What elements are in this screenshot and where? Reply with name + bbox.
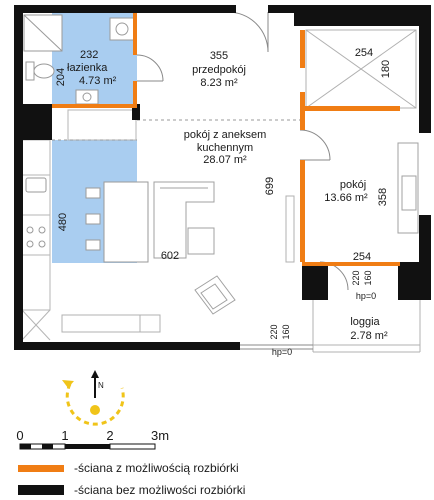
washing-machine-icon: [109, 17, 135, 41]
legend-swatch-removable: [18, 464, 64, 472]
removable-walls: [52, 13, 400, 266]
hallway-name: przedpokój: [192, 64, 246, 76]
bathroom-name: łazienka: [67, 62, 108, 74]
stove-icon: [26, 226, 46, 248]
hallway-area: 8.23 m²: [200, 77, 238, 89]
scale-tick-1: 1: [61, 428, 68, 443]
washbasin-icon: [75, 89, 99, 105]
sideboard: [61, 314, 161, 333]
closet-width: 254: [355, 47, 373, 59]
loggia-name: loggia: [350, 316, 380, 328]
legend-swatch-structural: [18, 485, 64, 495]
zone-divider: [52, 119, 300, 141]
kitchen-dim: 480: [57, 213, 69, 231]
bedroom-height: 358: [377, 188, 389, 206]
living-area: 28.07 m²: [203, 154, 247, 166]
threshold-height-bottom: hp=0: [272, 347, 292, 357]
living-height: 699: [264, 177, 276, 195]
window-dim-b: 160: [281, 324, 291, 339]
living-name-line2: kuchennym: [197, 142, 253, 154]
living-width: 602: [161, 250, 179, 262]
bathroom-area: 4.73 m²: [79, 75, 117, 87]
bedroom-width: 254: [353, 251, 371, 263]
loggia-area: 2.78 m²: [350, 330, 388, 342]
scale-tick-2: 2: [106, 428, 113, 443]
toilet-icon: [25, 61, 55, 81]
bathroom-height: 204: [55, 68, 67, 86]
compass-north-label: N: [98, 381, 104, 390]
legend-text-structural: -ściana bez możliwości rozbiórki: [74, 483, 246, 497]
tv-cabinet: [285, 195, 295, 263]
living-name-line1: pokój z aneksem: [184, 129, 267, 141]
sink-icon: [25, 177, 47, 193]
legend-text-removable: -ściana z możliwością rozbiórki: [74, 461, 239, 475]
window-dim-c: 220: [351, 270, 361, 285]
loggia-railing: [312, 300, 421, 353]
bedroom-area: 13.66 m²: [324, 192, 368, 204]
closet-height: 180: [380, 60, 392, 78]
compass-icon: [62, 370, 125, 426]
bed: [397, 142, 419, 234]
threshold-height-right: hp=0: [356, 291, 376, 301]
scale-tick-3: 3m: [151, 428, 169, 443]
windows: [240, 344, 313, 350]
bar-stools: [85, 181, 149, 263]
sofa: [153, 181, 215, 259]
shower-icon: [23, 14, 63, 52]
structural-walls: [14, 5, 431, 350]
coffee-table: [187, 227, 215, 255]
bathroom-width: 232: [80, 49, 98, 61]
bedroom-name: pokój: [340, 179, 366, 191]
window-dim-a: 220: [269, 324, 279, 339]
armchair: [194, 275, 236, 315]
hallway-width: 355: [210, 50, 228, 62]
scale-tick-0: 0: [16, 428, 23, 443]
window-dim-d: 160: [363, 270, 373, 285]
scale-bar: [19, 443, 156, 450]
legend-structural: -ściana bez możliwości rozbiórki: [18, 480, 245, 500]
legend-removable: -ściana z możliwością rozbiórki: [18, 458, 239, 478]
wardrobe: [305, 29, 417, 109]
